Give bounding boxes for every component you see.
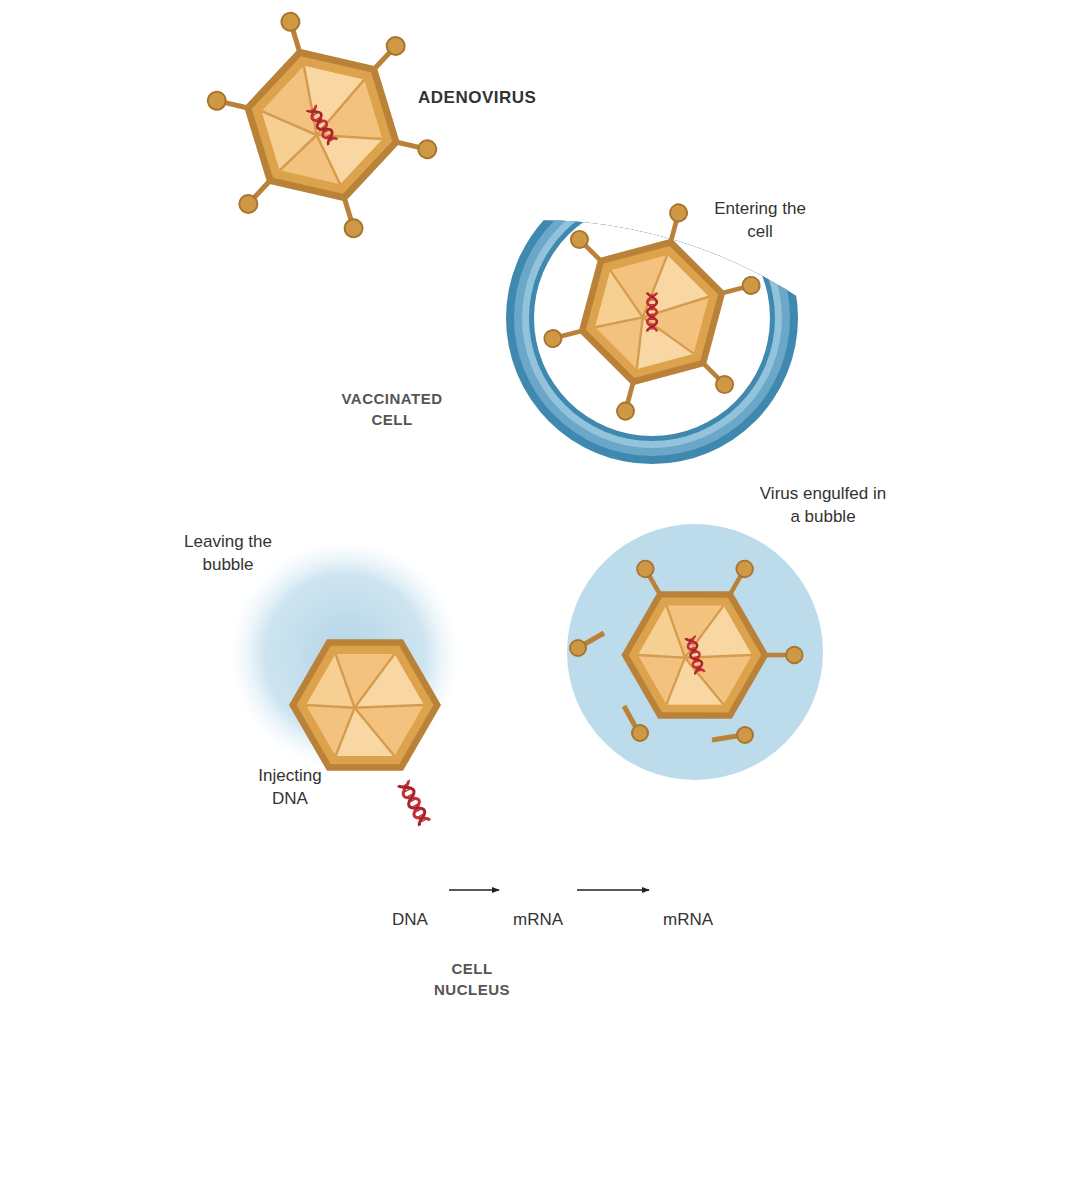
molecule-label: DNA <box>377 908 443 931</box>
helix-node: mRNA <box>655 874 721 938</box>
molecule-label: mRNA <box>505 908 571 931</box>
helix-node: mRNA <box>505 874 571 938</box>
cell-circle: VACCINATED CELL CELL NUCLEUS DNA mRNA mRNA <box>57 218 1019 1185</box>
process-arrow <box>577 889 649 891</box>
process-arrow <box>449 889 499 891</box>
step-label: Injecting DNA <box>244 764 336 810</box>
step-label: Virus engulfed in a bubble <box>757 482 889 528</box>
helix-node: DNA <box>377 874 443 938</box>
virus-title: ADENOVIRUS <box>418 86 568 109</box>
cell-outline <box>57 218 1019 1185</box>
step-label: Leaving the bubble <box>166 530 290 576</box>
step-label: Entering the cell <box>712 197 808 243</box>
nucleus-circle: CELL NUCLEUS DNA mRNA <box>318 737 652 1071</box>
region-title: CELL NUCLEUS <box>412 958 532 1000</box>
molecule-label: mRNA <box>655 908 721 931</box>
nucleus-outline <box>318 737 652 1071</box>
region-title: VACCINATED CELL <box>322 388 462 430</box>
